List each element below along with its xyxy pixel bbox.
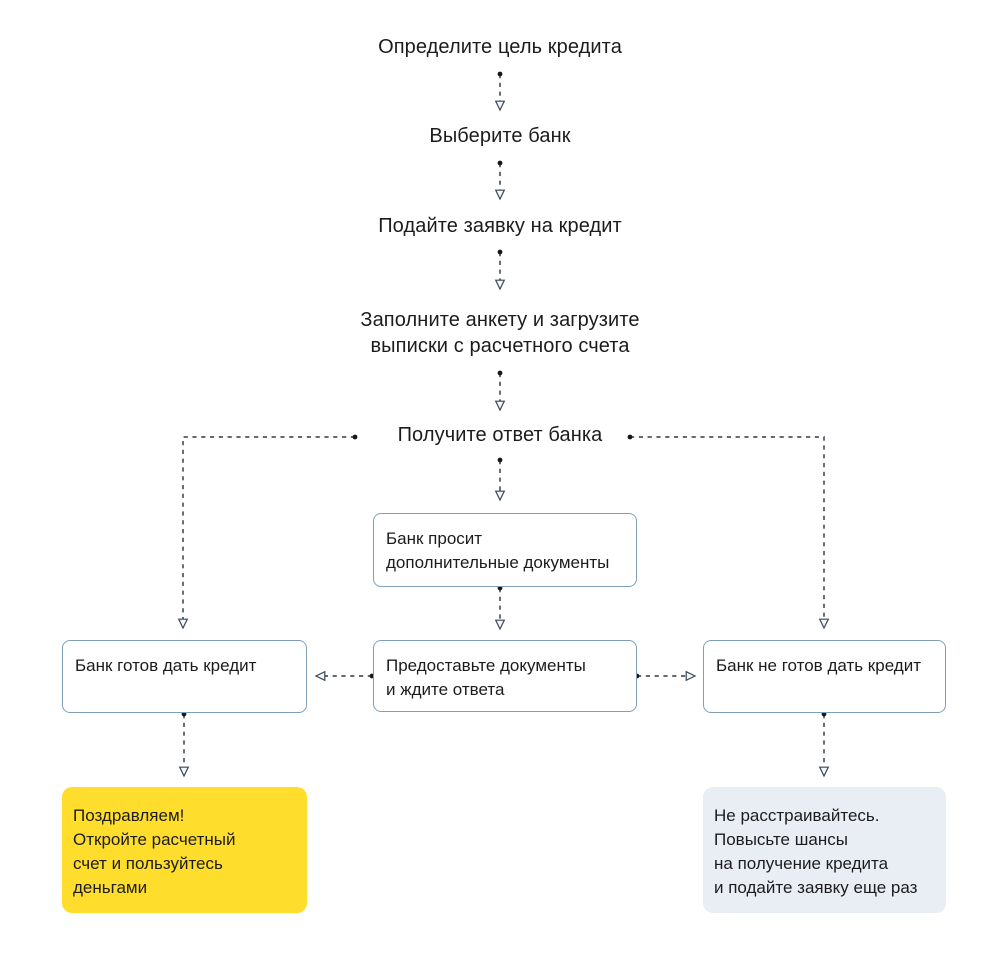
node-bank-approves-credit: Банк готов дать кредит xyxy=(62,640,307,713)
step-choose-bank: Выберите банк xyxy=(429,125,571,147)
step-get-bank-response: Получите ответ банка xyxy=(397,424,603,446)
step-submit-application: Подайте заявку на кредит xyxy=(378,215,622,237)
note-congratulations-open-account: Поздравляем! Откройте расчетный счет и п… xyxy=(62,787,307,913)
step-define-goal: Определите цель кредита xyxy=(378,36,622,58)
arrow-response-to-rejected xyxy=(627,434,830,630)
step-fill-form-upload-statements: Заполните анкету и загрузите выписки с р… xyxy=(360,309,640,357)
node-provide-documents-wait: Предоставьте документы и ждите ответа xyxy=(373,640,637,712)
node-bank-declines-credit: Банк не готов дать кредит xyxy=(703,640,946,713)
note-improve-chances-reapply: Не расстраивайтесь. Повысьте шансы на по… xyxy=(703,787,946,913)
node-bank-requests-documents: Банк просит дополнительные документы xyxy=(373,513,637,587)
arrow-response-to-approved xyxy=(177,434,358,630)
